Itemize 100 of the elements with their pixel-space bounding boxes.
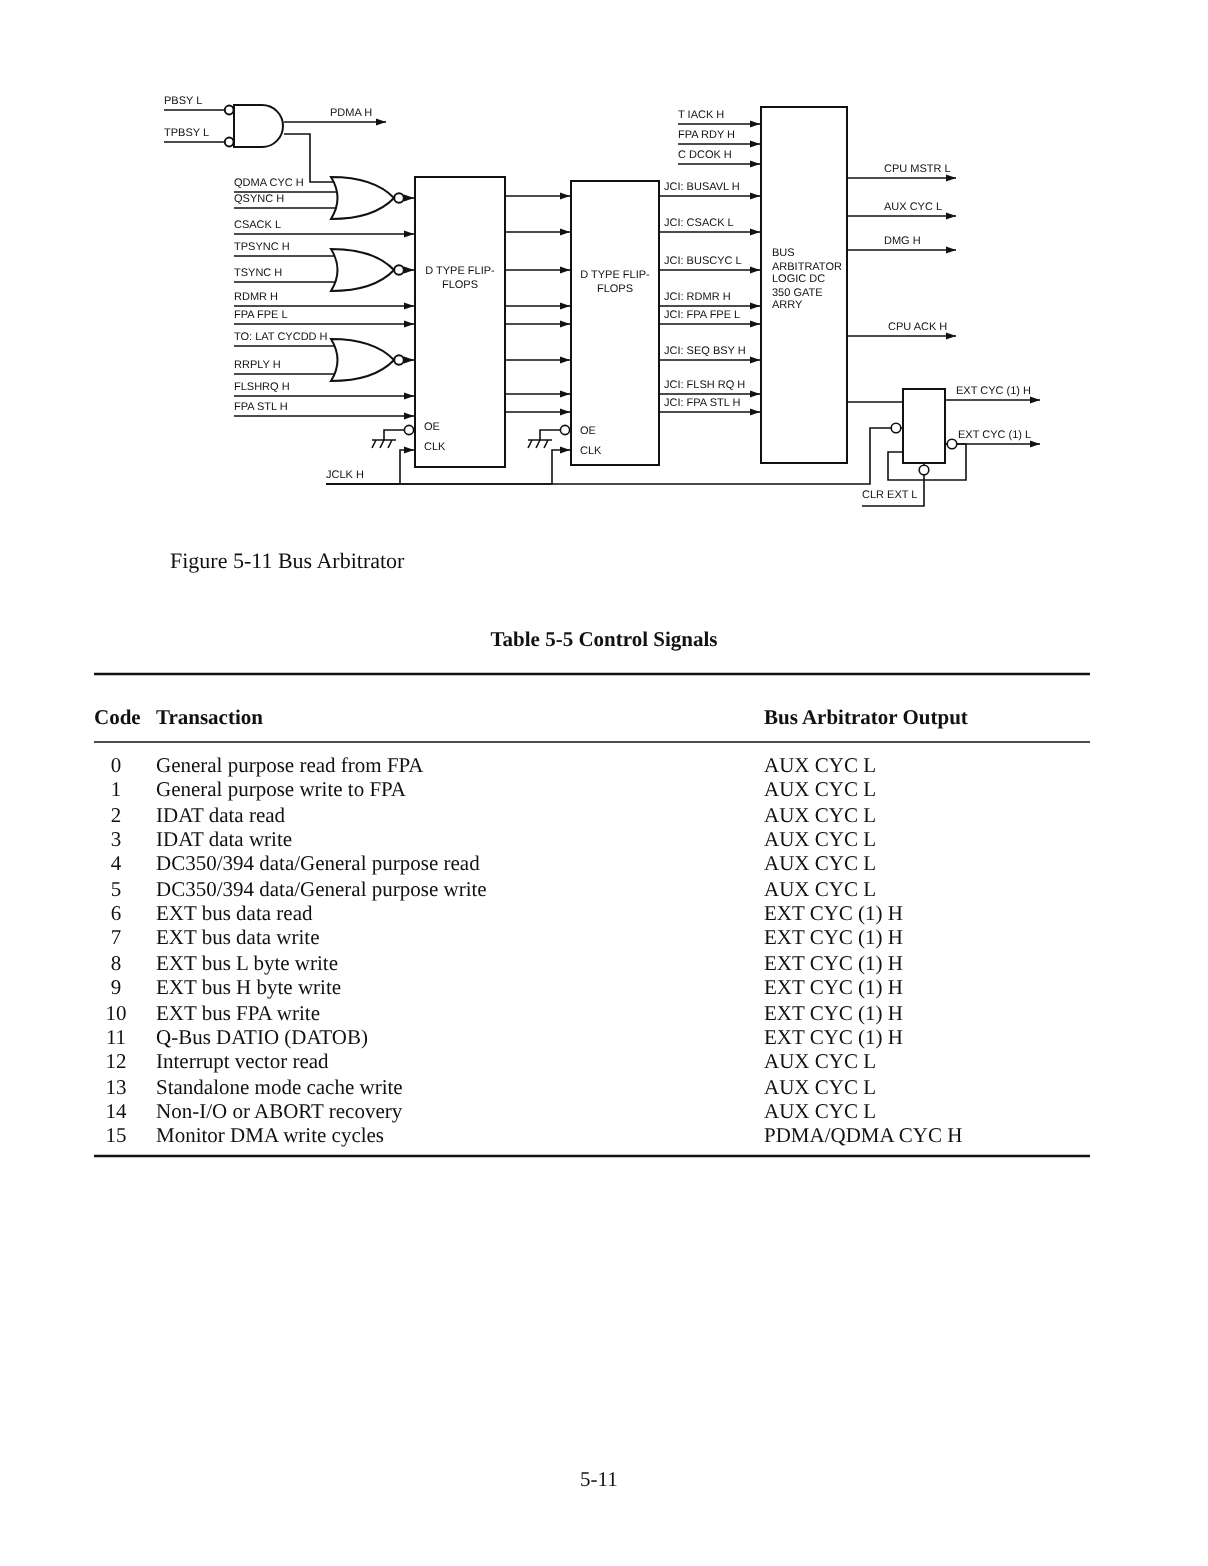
- signal-arrow: [233, 392, 415, 400]
- signal-arrow: [505, 192, 571, 200]
- signal-line: [233, 281, 339, 283]
- nor-gate: [330, 176, 406, 220]
- table-cell: AUX CYC L: [764, 1077, 877, 1102]
- signal-arrow: [677, 160, 761, 168]
- table-cell: AUX CYC L: [764, 854, 877, 879]
- signal-arrow: [505, 302, 571, 310]
- table-cell: AUX CYC L: [764, 830, 877, 855]
- table-cell: EXT CYC (1) H: [764, 1003, 904, 1027]
- column-header: Bus Arbitrator Output: [764, 708, 968, 732]
- and-gate: [224, 104, 284, 148]
- signal-arrow: [659, 320, 761, 328]
- table-cell: EXT bus data read: [156, 904, 313, 929]
- logic-block: [760, 106, 848, 464]
- table-cell: AUX CYC L: [764, 879, 877, 904]
- signal-arrow: [233, 230, 415, 238]
- table-cell-text: 14: [103, 1101, 129, 1126]
- table-cell: AUX CYC L: [764, 756, 877, 780]
- signal-arrow: [659, 302, 761, 310]
- signal-arrow: [233, 412, 415, 420]
- signal-arrow: [505, 408, 571, 416]
- table-cell: General purpose read from FPA: [156, 756, 424, 780]
- table-cell: Interrupt vector read: [156, 1052, 329, 1077]
- flip-flop-block: [570, 180, 660, 466]
- table-cell: AUX CYC L: [764, 780, 877, 805]
- table-cell: IDAT data read: [156, 805, 286, 830]
- signal-line: [233, 207, 339, 209]
- signal-arrow: [847, 174, 957, 182]
- signal-arrow: [233, 320, 415, 328]
- signal-line: [163, 109, 225, 111]
- signal-arrow: [677, 140, 761, 148]
- table-cell-text: 9: [108, 978, 124, 1003]
- column-header: Transaction: [156, 708, 263, 732]
- signal-line: [847, 401, 903, 403]
- signal-arrow: [283, 118, 387, 126]
- signal-arrow: [659, 266, 761, 274]
- table-cell: EXT CYC (1) H: [764, 1027, 904, 1052]
- table-cell: Q-Bus DATIO (DATOB): [156, 1027, 368, 1052]
- signal-line: [233, 345, 339, 347]
- table-cell-text: 2: [108, 805, 124, 830]
- signal-arrow: [505, 320, 571, 328]
- table-cell-text: 1: [108, 780, 124, 805]
- table-cell-text: 13: [103, 1077, 129, 1102]
- table-cell-text: 7: [108, 928, 124, 953]
- table-cell: EXT bus L byte write: [156, 953, 338, 978]
- table-cell: General purpose write to FPA: [156, 780, 407, 805]
- figure-caption: Figure 5-11 Bus Arbitrator: [170, 550, 405, 574]
- signal-arrow: [505, 390, 571, 398]
- table-cell: AUX CYC L: [764, 1052, 877, 1077]
- nor-gate: [330, 248, 406, 292]
- signal-line: [163, 141, 225, 143]
- signal-arrow: [847, 212, 957, 220]
- signal-arrow: [404, 266, 415, 274]
- table-cell-text: 3: [108, 830, 124, 855]
- table-cell: EXT bus data write: [156, 928, 320, 953]
- table-title: Table 5-5 Control Signals: [488, 630, 720, 654]
- table-cell: EXT bus FPA write: [156, 1003, 320, 1027]
- table-cell-text: 10: [103, 1003, 129, 1027]
- flip-flop-block: [414, 176, 506, 468]
- table-cell-text: 15: [103, 1126, 129, 1151]
- signal-arrow: [659, 390, 761, 398]
- signal-arrow: [659, 228, 761, 236]
- table-cell-text: 0: [108, 756, 124, 780]
- table-cell-text: 8: [108, 953, 124, 978]
- flip-flop-block: [902, 388, 946, 464]
- table-cell: PDMA/QDMA CYC H: [764, 1126, 963, 1151]
- table-cell-text: 6: [108, 904, 124, 929]
- signal-arrow: [659, 356, 761, 364]
- signal-line: [233, 373, 339, 375]
- table-cell: AUX CYC L: [764, 805, 877, 830]
- column-header: Code: [94, 708, 141, 732]
- signal-arrow: [505, 356, 571, 364]
- signal-line: [233, 191, 339, 193]
- table-cell-text: 4: [108, 854, 124, 879]
- table-cell: IDAT data write: [156, 830, 293, 855]
- table-cell: AUX CYC L: [764, 1101, 877, 1126]
- signal-arrow: [505, 266, 571, 274]
- signal-line: [233, 255, 339, 257]
- signal-arrow: [659, 408, 761, 416]
- signal-arrow: [945, 396, 1041, 404]
- signal-arrow: [847, 246, 957, 254]
- nor-gate: [330, 338, 406, 382]
- signal-arrow: [861, 463, 930, 507]
- table-cell: Monitor DMA write cycles: [156, 1126, 385, 1151]
- page-number: 5-11: [580, 1470, 618, 1494]
- table-cell: EXT CYC (1) H: [764, 953, 904, 978]
- table-cell: Standalone mode cache write: [156, 1077, 403, 1102]
- table-cell: DC350/394 data/General purpose write: [156, 879, 487, 904]
- table-cell: EXT bus H byte write: [156, 978, 342, 1003]
- signal-arrow: [677, 120, 761, 128]
- signal-arrow: [233, 302, 415, 310]
- table-cell: EXT CYC (1) H: [764, 978, 904, 1003]
- table-cell-text: 5: [108, 879, 124, 904]
- signal-arrow: [404, 194, 415, 202]
- signal-arrow: [847, 332, 957, 340]
- signal-arrow: [505, 228, 571, 236]
- signal-arrow: [404, 356, 415, 364]
- table-cell-text: 11: [103, 1027, 129, 1052]
- table-cell: EXT CYC (1) H: [764, 904, 904, 929]
